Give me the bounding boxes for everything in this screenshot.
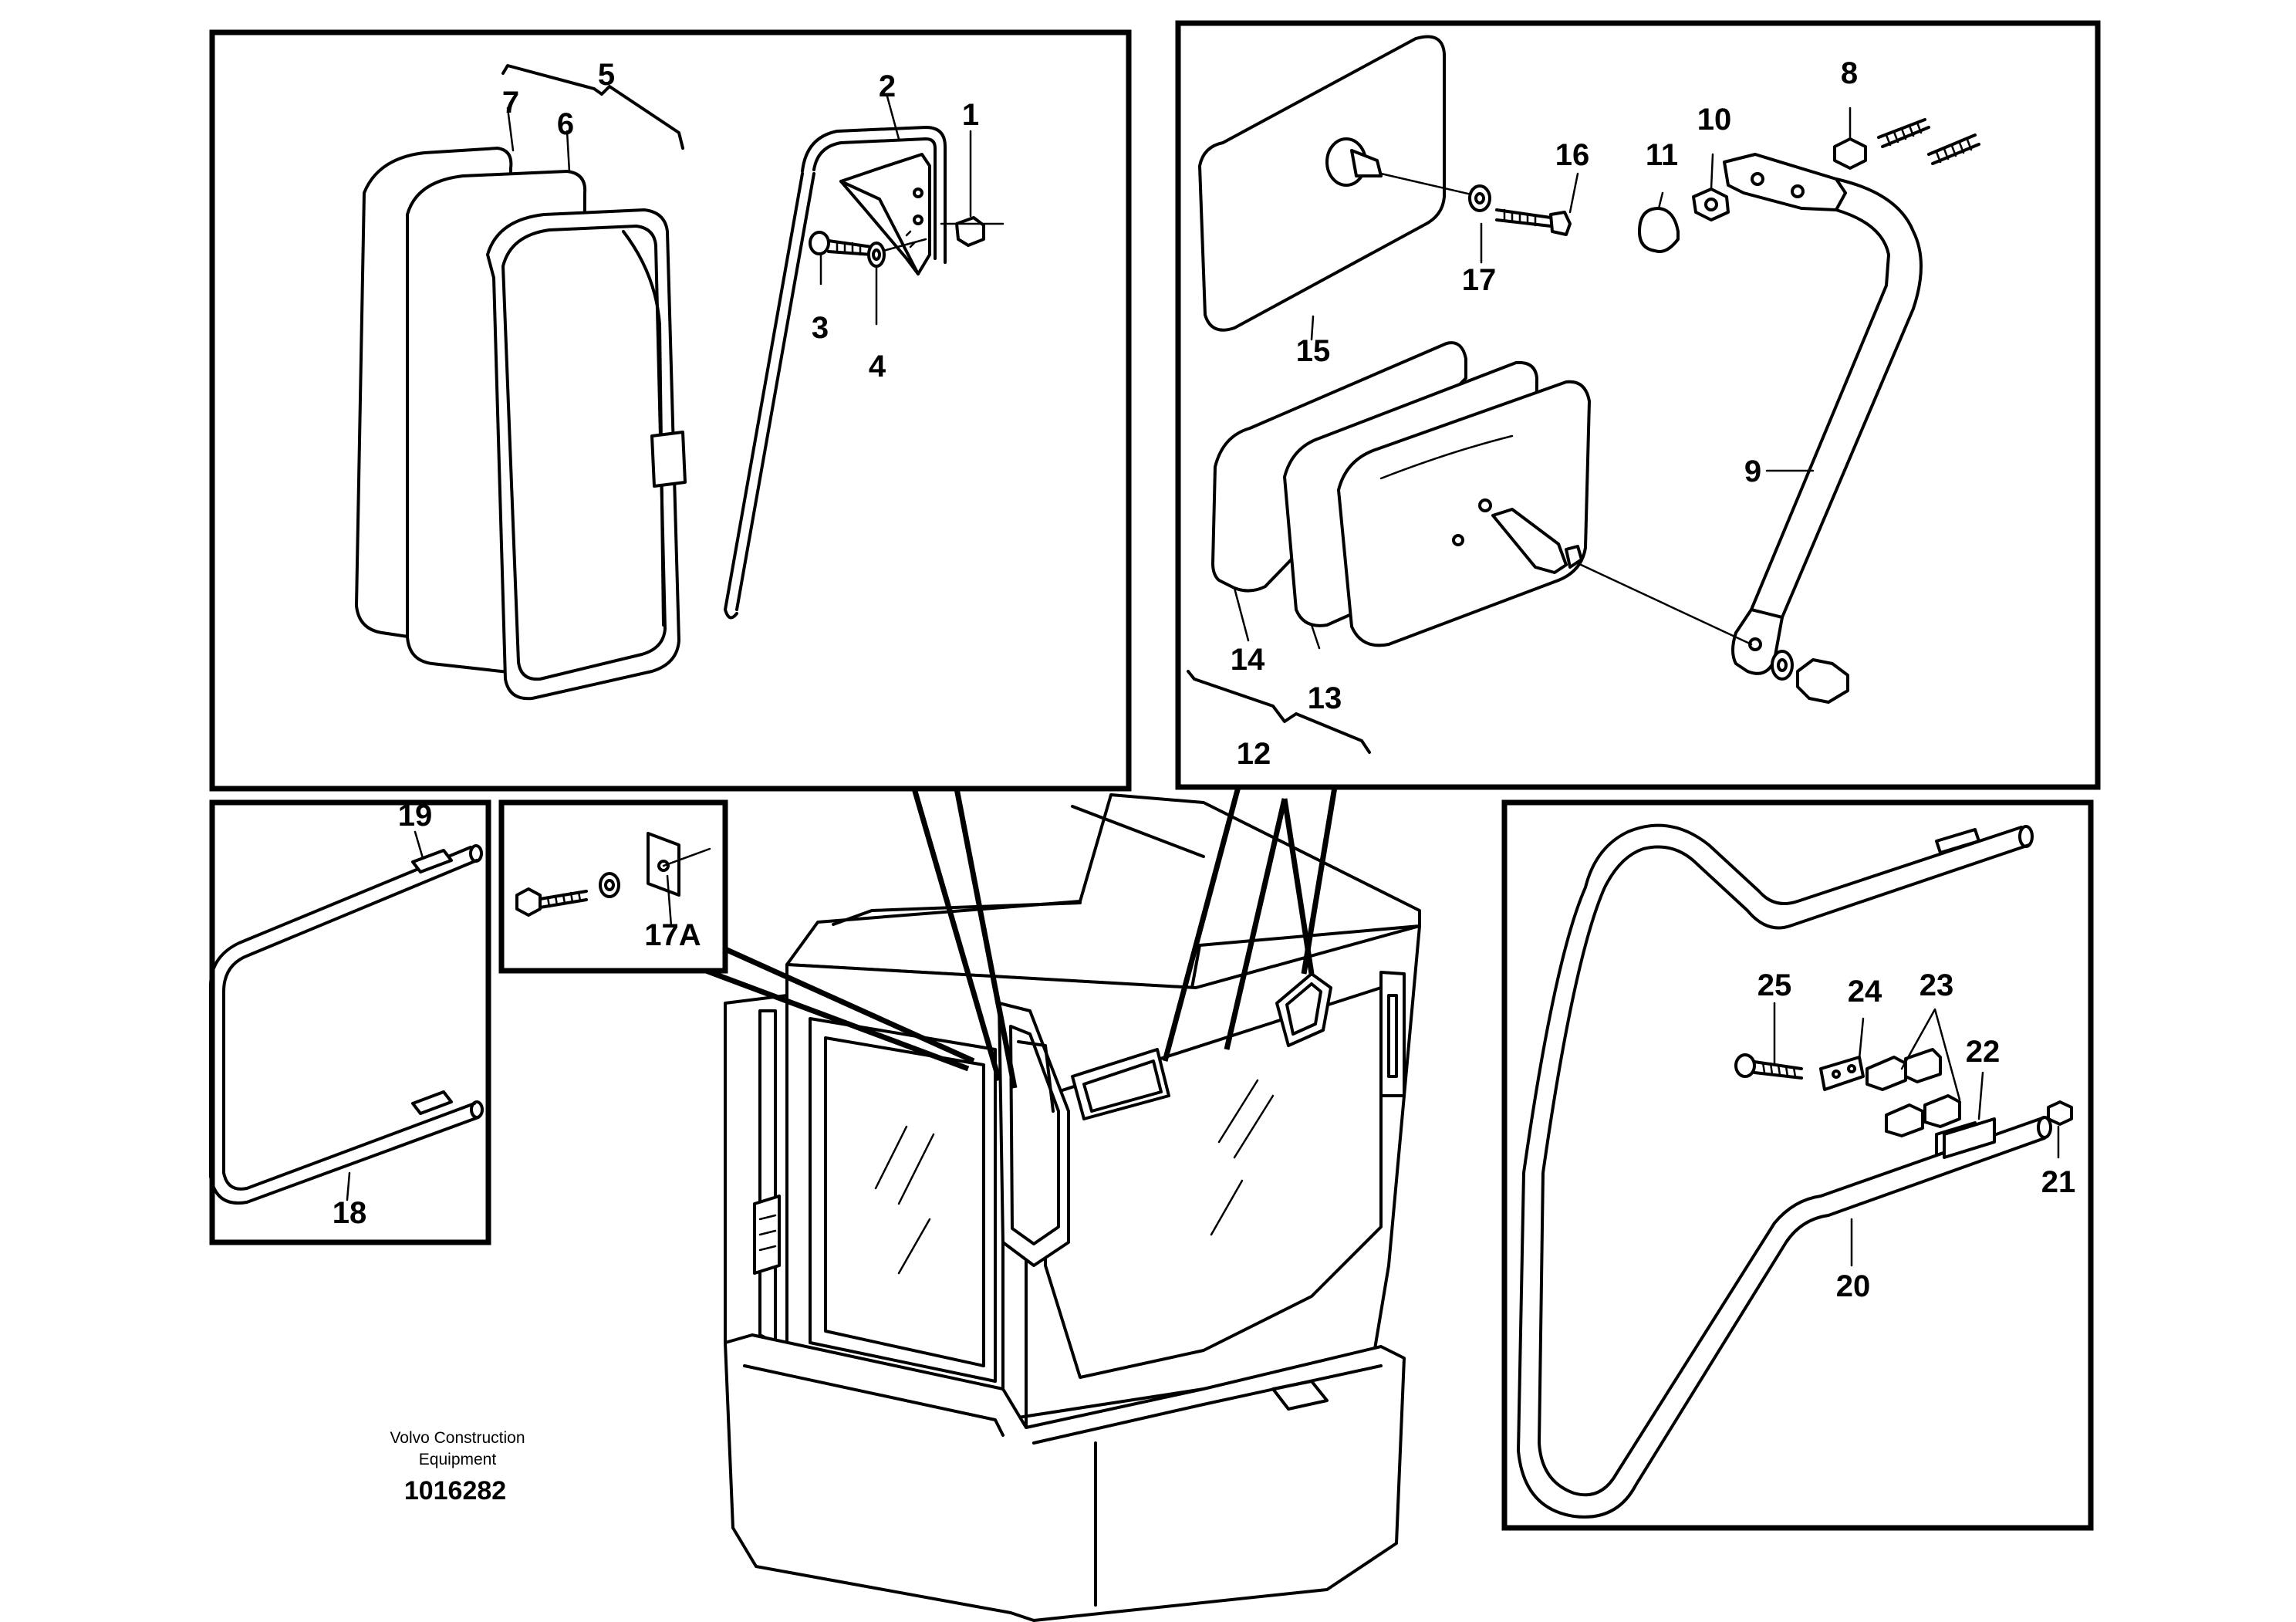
pointer-panel-b xyxy=(1162,786,1338,1062)
callout-25: 25 xyxy=(1757,968,1792,1002)
panel-handrail-20: 25 24 23 22 21 20 xyxy=(1501,799,2094,1531)
figure-number: 1016282 xyxy=(404,1476,506,1505)
callout-11: 11 xyxy=(1646,138,1678,172)
callout-21: 21 xyxy=(2041,1165,2076,1199)
callout-10: 10 xyxy=(1697,103,1732,137)
callout-23: 23 xyxy=(1920,968,1954,1002)
callout-6: 6 xyxy=(557,107,574,141)
callout-5: 5 xyxy=(598,58,615,92)
callout-8: 8 xyxy=(1841,56,1858,90)
callout-20: 20 xyxy=(1836,1269,1871,1303)
callout-13: 13 xyxy=(1308,681,1342,715)
callout-16: 16 xyxy=(1555,138,1590,172)
callout-1: 1 xyxy=(962,98,979,132)
callout-17: 17 xyxy=(1462,263,1497,297)
callout-4: 4 xyxy=(869,350,886,384)
callout-22: 22 xyxy=(1966,1035,2001,1069)
figure-caption: Volvo Construction Equipment 1016282 xyxy=(390,1429,525,1505)
callout-9: 9 xyxy=(1744,454,1761,488)
callout-18: 18 xyxy=(333,1196,367,1230)
panel-handrail-18: 19 18 xyxy=(208,799,491,1245)
callout-12: 12 xyxy=(1237,737,1271,771)
callout-24: 24 xyxy=(1848,975,1882,1009)
callout-19: 19 xyxy=(398,799,433,833)
publisher-line-2: Equipment xyxy=(419,1451,497,1468)
panel-bolt-17a: 17A xyxy=(498,799,728,974)
publisher-line-1: Volvo Construction xyxy=(390,1429,525,1447)
callout-3: 3 xyxy=(812,311,829,345)
callout-7: 7 xyxy=(502,86,519,120)
pointer-panel-a xyxy=(911,788,1018,1089)
cab-drawing xyxy=(724,793,1421,1622)
panel-mirror-arm: 5 7 6 2 1 3 4 xyxy=(209,29,1132,792)
callout-14: 14 xyxy=(1231,643,1265,677)
pointer-panel-d xyxy=(704,946,975,1072)
panel-mirror-bracket: 15 17 16 11 10 8 9 14 13 12 xyxy=(1175,20,2101,790)
callout-17a: 17A xyxy=(644,918,701,952)
callout-15: 15 xyxy=(1296,334,1331,368)
callout-2: 2 xyxy=(879,69,896,103)
